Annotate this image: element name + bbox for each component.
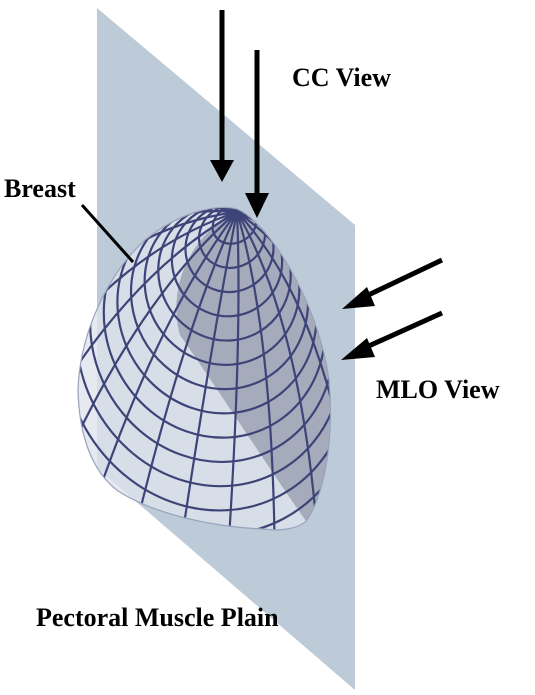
mesh-meridian [78,210,238,383]
mesh-meridian [225,211,240,530]
mlo-arrow-upper [342,257,444,309]
cc-view-arrows [210,10,269,218]
cc-arrow-right [245,50,269,218]
mesh-meridian [128,211,239,530]
mesh-meridian [235,211,276,530]
mlo-arrow-lower [341,310,444,360]
mlo-view-arrows [341,257,444,360]
mesh-meridian [78,211,238,486]
breast-shape [77,206,332,531]
mesh-meridian [236,211,331,485]
breast-label: Breast [4,174,76,203]
mesh-meridian [236,211,318,526]
mlo-view-label: MLO View [376,375,500,404]
breast-leader-line [80,203,135,264]
mesh-meridian [176,211,239,530]
cc-view-label: CC View [292,63,391,92]
mesh-meridian [78,211,238,437]
cc-arrow-left [210,10,234,182]
pectoral-muscle-plane-label: Pectoral Muscle Plain [36,603,279,632]
mesh-meridian [86,211,238,526]
